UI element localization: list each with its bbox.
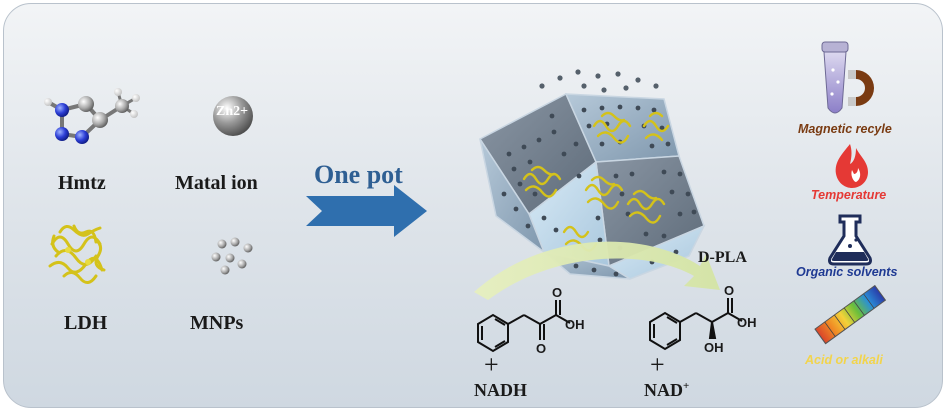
- substrate-structure: [477, 300, 571, 353]
- hmtz-label: Hmtz: [58, 172, 106, 194]
- ldh-label: LDH: [64, 312, 108, 334]
- acid-alkali-label: Acid or alkali: [805, 353, 883, 367]
- flask-icon: [828, 214, 872, 266]
- plus-right: +: [650, 350, 665, 379]
- plus-left: +: [484, 350, 499, 379]
- ph-strip-icon: [814, 284, 887, 345]
- ldh-enzyme-icon: [48, 224, 106, 284]
- product-name-label: D-PLA: [698, 249, 747, 266]
- one-pot-label: One pot: [314, 160, 403, 189]
- substrate-oh-label: OH: [565, 317, 585, 332]
- product-o-label: O: [724, 283, 735, 298]
- figure-panel: Zn2+ Hmtz Matal ion LDH MNPs One pot D-P…: [3, 3, 943, 408]
- product-oh-label: OH: [737, 315, 757, 330]
- mnps-icon: [211, 237, 253, 275]
- mnps-label: MNPs: [190, 312, 244, 334]
- hmtz-molecule-icon: [44, 88, 140, 144]
- substrate-keto-o-label: O: [536, 341, 547, 356]
- product-structure: [649, 298, 743, 351]
- substrate-o-label: O: [552, 285, 563, 300]
- product-hydroxyl-label: OH: [704, 340, 724, 355]
- reaction-arrow: [474, 241, 720, 300]
- zn-badge-text: Zn2+: [216, 104, 249, 119]
- organic-solvents-label: Organic solvents: [796, 265, 898, 279]
- zn-badge-label: Zn2+: [216, 104, 248, 120]
- nad-base: NAD: [644, 380, 683, 400]
- nad-label: NAD+: [644, 380, 689, 401]
- flame-icon: [835, 144, 868, 188]
- zinc-ion-icon: [213, 96, 253, 136]
- temperature-label: Temperature: [811, 188, 887, 202]
- metal-ion-label: Matal ion: [175, 172, 258, 194]
- one-pot-arrow: [306, 185, 427, 237]
- magnetic-recycle-label: Magnetic recyle: [798, 122, 892, 136]
- nadh-label: NADH: [474, 380, 527, 400]
- tube-magnet-icon: [821, 41, 875, 114]
- diagram-graphics: [44, 41, 887, 353]
- nad-sup: +: [683, 380, 690, 392]
